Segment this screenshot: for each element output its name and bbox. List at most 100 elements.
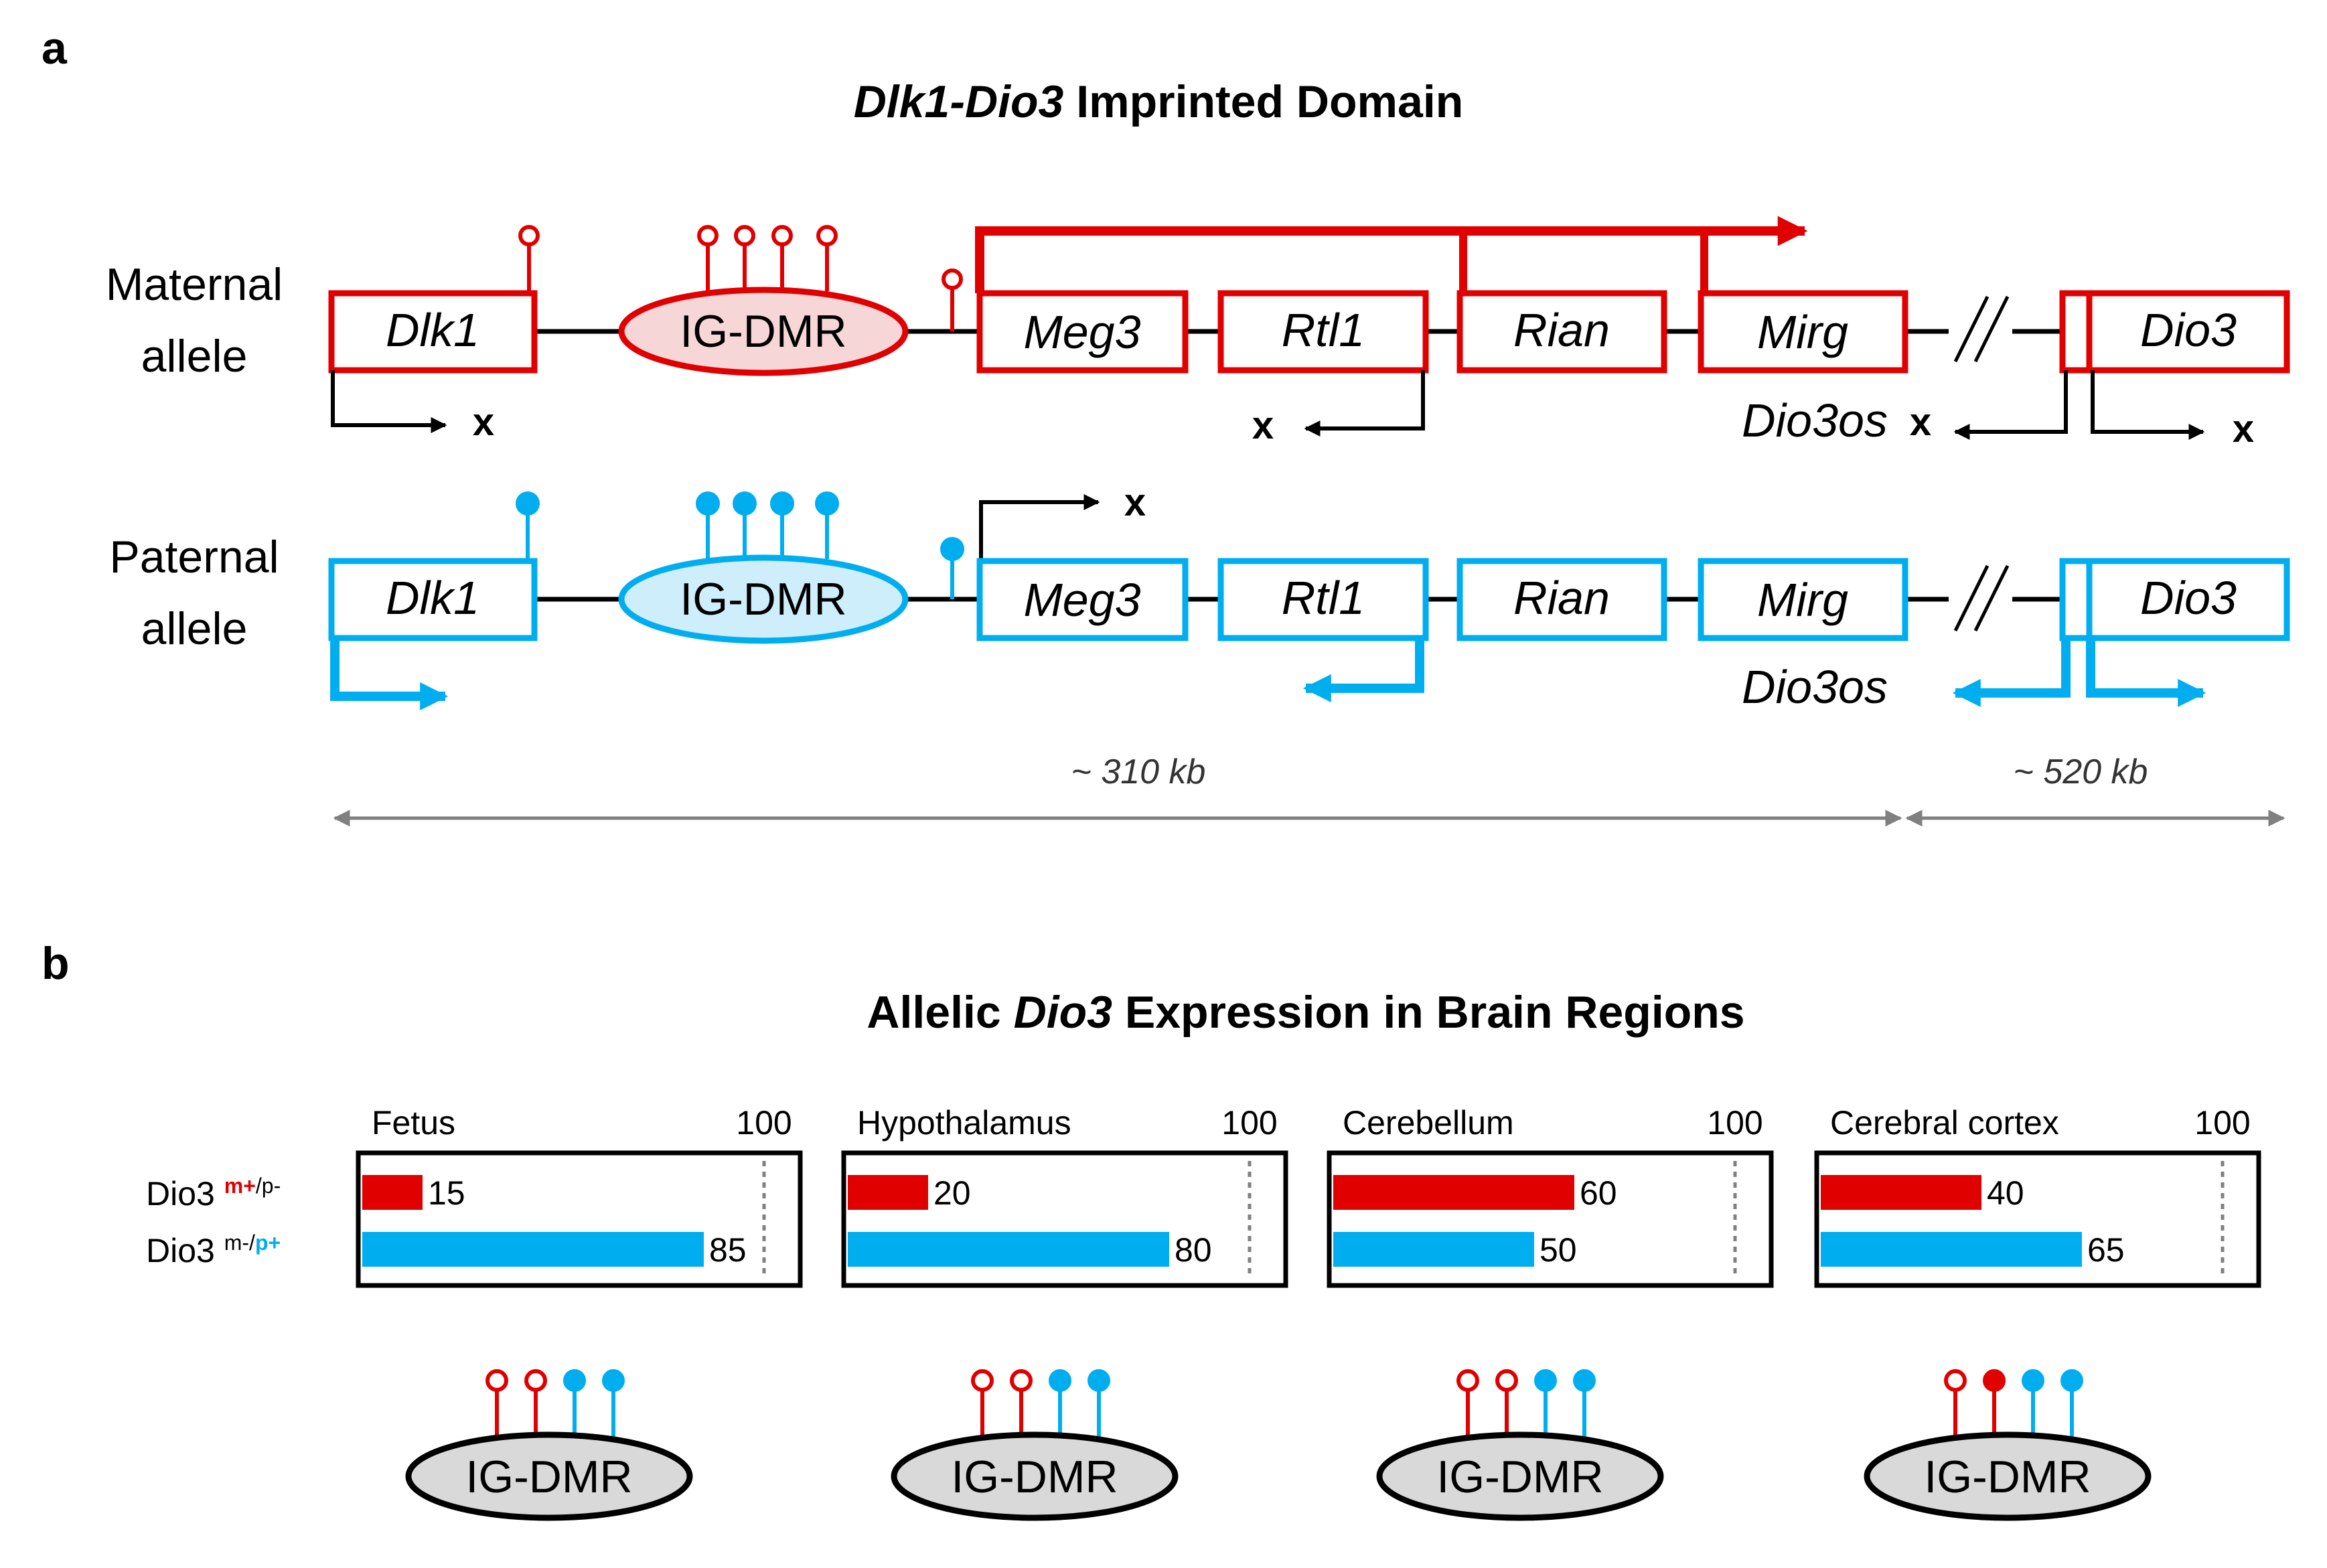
paternal-dlk1-methylation-site — [516, 491, 540, 559]
panel-b-title-italic: Dio3 — [1014, 987, 1113, 1038]
bar-value-paternal-cerebral-cortex: 65 — [2087, 1231, 2125, 1269]
bar-paternal-cerebellum — [1333, 1232, 1534, 1267]
paternal-break-mark — [1953, 564, 2010, 632]
row-label-paternal-sep: / — [249, 1231, 255, 1255]
panel-a-title: Dlk1-Dio3 Imprinted Domain — [854, 76, 1464, 127]
bar-value-maternal-cerebral-cortex: 40 — [1987, 1174, 2024, 1212]
paternal-mirg-box — [1698, 558, 1908, 641]
bar-value-maternal-hypothalamus: 20 — [933, 1174, 971, 1212]
dmr-site-unmethylated-hypothalamus-0 — [971, 1369, 994, 1392]
scale-max-label-cerebellum: 100 — [1707, 1104, 1762, 1142]
panel-a-title-rest: Imprinted Domain — [1063, 76, 1463, 127]
paternal-dio3-box — [2059, 558, 2290, 641]
bar-value-paternal-fetus: 85 — [709, 1231, 747, 1269]
row-label-paternal-m: m- — [224, 1231, 249, 1255]
paternal-mirg-label: Mirg — [1757, 574, 1848, 626]
bar-paternal-cerebral-cortex — [1821, 1232, 2082, 1267]
paternal-meg3-silenced-arrow — [979, 494, 1100, 561]
paternal-dlk1-active-arrow — [330, 638, 449, 710]
paternal-allele-row: x Dlk1 IG-DMR Meg3 Rtl1 Rian Mirg Dio3 D… — [328, 481, 2290, 713]
ig-dmr-label-fetus: IG-DMR — [465, 1452, 632, 1502]
maternal-mirg-label: Mirg — [1757, 306, 1848, 358]
ig-dmr-oval-cerebral-cortex — [1864, 1431, 2152, 1521]
dmr-site-unmethylated-fetus-0 — [485, 1369, 508, 1392]
paternal-rian-label: Rian — [1513, 572, 1610, 624]
maternal-meg3-methylation-site — [942, 268, 963, 331]
bar-maternal-cerebral-cortex — [1821, 1175, 1981, 1210]
bar-paternal-fetus — [362, 1232, 704, 1267]
maternal-dio3os-silenced-x: x — [1910, 400, 1931, 444]
row-label-maternal-sep: / — [256, 1174, 262, 1198]
dmr-site-methylated-cerebral-cortex-1 — [1983, 1369, 2006, 1392]
ig-dmr-oval-hypothalamus — [891, 1431, 1179, 1521]
maternal-dio3-silenced-x: x — [2233, 407, 2254, 451]
row-label-maternal-base: Dio3 — [146, 1175, 224, 1212]
panel-title-hypothalamus: Hypothalamus — [857, 1104, 1071, 1142]
dmr-site-methylated-cerebellum-3 — [1573, 1369, 1596, 1392]
paternal-ig-dmr — [618, 554, 909, 644]
paternal-dio3-label: Dio3 — [2140, 572, 2237, 624]
maternal-ig-dmr — [618, 287, 909, 376]
ig-dmr-label-cerebellum: IG-DMR — [1436, 1452, 1603, 1502]
dmr-site-unmethylated-cerebral-cortex-0 — [1944, 1369, 1967, 1392]
maternal-rian-box — [1456, 290, 1667, 374]
scale-max-label-hypothalamus: 100 — [1221, 1104, 1277, 1142]
distance-left-label: ~ 310 kb — [1071, 753, 1206, 791]
distance-right-label: ~ 520 kb — [2014, 753, 2148, 791]
panel-title-cerebral-cortex: Cerebral cortex — [1830, 1104, 2059, 1142]
paternal-meg3-methylation-site — [940, 537, 964, 599]
panel-b-title: Allelic Dio3 Expression in Brain Regions — [867, 987, 1744, 1038]
dmr-site-unmethylated-cerebellum-1 — [1495, 1369, 1518, 1392]
panel-title-cerebellum: Cerebellum — [1343, 1104, 1514, 1142]
maternal-dlk1-silenced-arrow — [331, 370, 447, 433]
panel-b-title-before: Allelic — [867, 987, 1013, 1038]
maternal-dio3os-silenced-arrow — [1953, 370, 2068, 440]
maternal-ig-dmr-label: IG-DMR — [680, 306, 846, 357]
scale-max-label-cerebral-cortex: 100 — [2194, 1104, 2250, 1142]
dmr-site-methylated-hypothalamus-3 — [1087, 1369, 1110, 1392]
maternal-rtl1-silenced-x: x — [1252, 404, 1274, 447]
dmr-site-methylated-cerebellum-2 — [1534, 1369, 1557, 1392]
maternal-mirg-box — [1698, 290, 1908, 374]
paternal-allele-label-2: allele — [141, 603, 248, 654]
maternal-rtl1-label: Rtl1 — [1282, 304, 1365, 356]
maternal-dlk1-silenced-x: x — [473, 400, 494, 444]
paternal-allele-label-1: Paternal — [109, 532, 279, 582]
row-label-maternal-active: Dio3 m+/p- — [146, 1174, 281, 1212]
bar-maternal-cerebellum — [1333, 1175, 1574, 1210]
paternal-dio3os-active-arrow — [1952, 638, 2071, 707]
maternal-dlk1-methylation-site — [518, 225, 540, 291]
maternal-dio3-silenced-arrow — [2091, 370, 2205, 440]
row-label-paternal-p: p+ — [255, 1231, 281, 1255]
dmr-site-unmethylated-fetus-1 — [524, 1369, 547, 1392]
paternal-ig-dmr-label: IG-DMR — [680, 574, 846, 625]
ig-dmr-oval-fetus — [405, 1431, 693, 1521]
maternal-dio3-label: Dio3 — [2140, 304, 2237, 356]
maternal-polycistronic-arrow — [975, 216, 1808, 293]
row-label-paternal-base: Dio3 — [146, 1232, 224, 1269]
paternal-meg3-silenced-x: x — [1124, 481, 1146, 524]
maternal-meg3-box — [976, 290, 1189, 374]
row-label-maternal-m: m+ — [224, 1174, 256, 1198]
paternal-dlk1-label: Dlk1 — [386, 572, 479, 624]
maternal-dio3os-label: Dio3os — [1742, 394, 1888, 447]
bar-value-maternal-fetus: 15 — [428, 1174, 465, 1212]
dmr-site-methylated-fetus-2 — [563, 1369, 586, 1392]
maternal-meg3-label: Meg3 — [1023, 306, 1140, 358]
panel-a-title-italic: Dlk1-Dio3 — [854, 76, 1064, 127]
bar-value-paternal-hypothalamus: 80 — [1175, 1231, 1212, 1269]
panel-title-fetus: Fetus — [372, 1104, 455, 1142]
maternal-allele-row: Dlk1 IG-DMR Meg3 Rtl1 Rian Mirg Dio3 x x… — [328, 216, 2290, 451]
maternal-dlk1-box — [328, 290, 538, 374]
dmr-site-methylated-hypothalamus-2 — [1049, 1369, 1071, 1392]
dmr-site-unmethylated-cerebellum-0 — [1456, 1369, 1479, 1392]
paternal-dio3os-label: Dio3os — [1742, 661, 1888, 713]
scale-max-label-fetus: 100 — [736, 1104, 792, 1142]
bar-value-paternal-cerebellum: 50 — [1540, 1231, 1577, 1269]
paternal-rtl1-label: Rtl1 — [1282, 572, 1365, 624]
paternal-meg3-label: Meg3 — [1023, 574, 1140, 626]
